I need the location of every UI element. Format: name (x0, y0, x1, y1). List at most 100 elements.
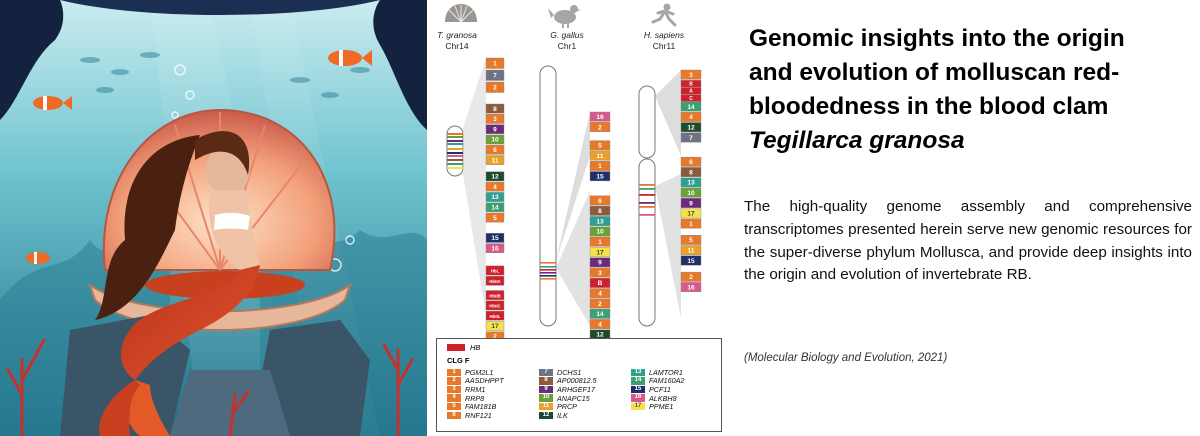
synteny-block-label: 4 (598, 321, 602, 328)
synteny-block-label: 14 (491, 205, 499, 212)
synteny-block-label: 12 (491, 174, 499, 181)
legend-swatch: 5 (447, 402, 461, 411)
synteny-block (680, 80, 702, 88)
synteny-connector (556, 191, 590, 326)
chromosome-band (447, 133, 463, 135)
synteny-block-label: 1 (598, 163, 602, 170)
synteny-diagram: 17283910611124131451516HbLHbIIAHbIIBHbII… (446, 57, 702, 339)
synteny-block (680, 282, 702, 292)
synteny-block (680, 156, 702, 167)
synteny-block-label: 14 (596, 311, 604, 318)
synteny-block-label: 8 (598, 208, 602, 215)
synteny-block-label: 15 (687, 258, 695, 265)
synteny-block (485, 310, 505, 321)
synteny-block (589, 288, 611, 299)
legend-heading: CLG F (447, 356, 470, 365)
title-line: bloodedness in the blood clam (749, 93, 1109, 120)
synteny-block (485, 243, 505, 254)
chromosome-band (540, 278, 556, 280)
summary-panel: Genomic insights into the origin and evo… (735, 0, 1195, 436)
mermaid-illustration (0, 0, 427, 436)
synteny-block (485, 124, 505, 134)
synteny-block-label: 7 (689, 135, 693, 142)
synteny-block (485, 181, 505, 192)
legend-gene-name: LAMTOR1 (649, 367, 683, 377)
synteny-block (485, 202, 505, 213)
synteny-block-label: 16 (596, 114, 604, 121)
synteny-block (589, 267, 611, 278)
legend-gene-name: AASDHPPT (465, 376, 504, 386)
chicken-icon (548, 5, 581, 28)
synteny-block-label: 17 (491, 323, 499, 330)
synteny-block (680, 234, 702, 245)
title-species: Tegillarca granosa (749, 127, 965, 154)
synteny-block (589, 171, 611, 182)
chromosome-band (639, 206, 655, 208)
title-line: Genomic insights into the origin (749, 25, 1125, 52)
synteny-block (680, 198, 702, 208)
legend-swatch: 12 (539, 411, 553, 419)
chromosome-band (540, 269, 556, 271)
legend-gene-name: PCF11 (649, 384, 671, 394)
synteny-block-label: 12 (687, 125, 695, 132)
synteny-block-label: B (598, 280, 603, 287)
synteny-block-label: 2 (493, 334, 497, 339)
synteny-block (589, 216, 611, 226)
chromosome-band (540, 266, 556, 268)
chromosome-band (447, 136, 463, 138)
synteny-block-label: A (689, 89, 693, 95)
chromosome-band (447, 159, 463, 161)
synteny-block-label: HbIIB (489, 293, 500, 298)
synteny-block-label: 5 (598, 143, 602, 150)
legend-swatch: 17 (631, 402, 645, 411)
synteny-block-label: C (689, 96, 693, 102)
synteny-block-label: 16 (491, 245, 499, 252)
synteny-block (485, 155, 505, 165)
legend-gene-name: PPME1 (649, 402, 674, 412)
legend-swatch: 4 (447, 394, 461, 402)
human-icon (651, 3, 677, 27)
synteny-block-label: 13 (687, 180, 695, 187)
synteny-block-label: 2 (689, 274, 693, 281)
synteny-block (680, 122, 702, 133)
synteny-block (680, 187, 702, 198)
synteny-block-label: 10 (596, 229, 604, 236)
synteny-block (485, 275, 505, 286)
mermaid-clam-scene (0, 0, 427, 436)
synteny-block (485, 103, 505, 114)
synteny-block-label: 5 (493, 215, 497, 222)
species-label-h-sapiens: H. sapiens Chr11 (619, 30, 709, 52)
synteny-block (680, 218, 702, 229)
synteny-block-label: 9 (493, 126, 497, 133)
paper-title: Genomic insights into the origin and evo… (749, 22, 1189, 158)
synteny-block (680, 271, 702, 282)
synteny-block-label: 1 (598, 239, 602, 246)
species-name: H. sapiens (643, 30, 685, 40)
synteny-block (589, 122, 611, 132)
legend-gene-name: ARHGEF17 (557, 384, 595, 394)
synteny-block-label: 3 (689, 72, 693, 79)
synteny-block (680, 167, 702, 178)
synteny-block-label: 17 (596, 249, 604, 256)
chromosome-band (639, 184, 655, 186)
synteny-block (589, 226, 611, 237)
chromosome-band (639, 188, 655, 190)
legend-swatch: 16 (631, 394, 645, 402)
legend-gene-name: DCHS1 (557, 367, 582, 377)
synteny-block (485, 300, 505, 311)
synteny-block (589, 257, 611, 268)
synteny-block (485, 212, 505, 223)
synteny-block-label: HbIIL (490, 314, 501, 319)
legend-swatch: 6 (447, 411, 461, 419)
synteny-block-label: 4 (493, 184, 497, 191)
legend-gene-name: RNF121 (465, 410, 492, 420)
synteny-block (589, 277, 611, 288)
